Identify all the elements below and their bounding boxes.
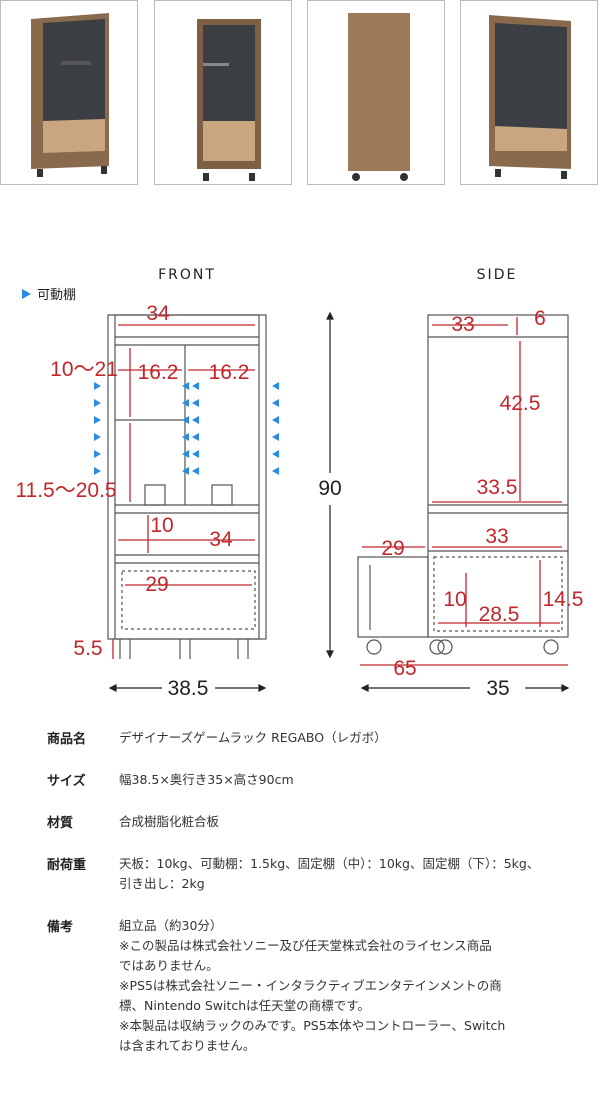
side-top-depth: 33 bbox=[451, 313, 474, 336]
side-drawer-h2: 14.5 bbox=[543, 588, 584, 611]
front-mid-height: 10 bbox=[150, 514, 173, 537]
side-outline bbox=[357, 314, 569, 655]
front-base-height: 5.5 bbox=[73, 637, 102, 660]
front-inner-left: 16.2 bbox=[138, 361, 179, 384]
spec-value: 天板：10kg、可動棚：1.5kg、固定棚（中）：10kg、固定棚（下）：5kg… bbox=[119, 856, 540, 891]
front-upper-adjust: 10〜21 bbox=[50, 358, 118, 381]
dimension-diagram: FRONT SIDE 可動棚 bbox=[0, 255, 600, 715]
spec-value: 幅38.5×奥行き35×高さ90cm bbox=[119, 772, 294, 787]
spec-row-material: 材質 合成樹脂化粧合板 bbox=[47, 812, 587, 832]
side-mid-depth: 33 bbox=[485, 525, 508, 548]
side-top-gap: 6 bbox=[534, 307, 546, 330]
legend-label: 可動棚 bbox=[37, 288, 76, 303]
spec-key: 備考 bbox=[47, 920, 74, 935]
rack-front-image bbox=[197, 19, 261, 181]
spec-row-notes: 備考 組立品（約30分） ※この製品は株式会社ソニー及び任天堂株式会社のライセン… bbox=[47, 916, 587, 1056]
front-lower-adjust: 11.5〜20.5 bbox=[15, 479, 116, 502]
spec-key: 耐荷重 bbox=[47, 858, 87, 873]
front-outline bbox=[107, 314, 267, 659]
overall-depth: 35 bbox=[486, 677, 509, 700]
overall-width: 38.5 bbox=[168, 677, 209, 700]
thumb-angle-left[interactable] bbox=[0, 0, 138, 185]
side-title: SIDE bbox=[477, 267, 518, 283]
spec-key: 材質 bbox=[47, 816, 74, 831]
dimension-drawing: FRONT SIDE 可動棚 bbox=[15, 267, 584, 700]
spec-key: 商品名 bbox=[47, 732, 87, 747]
front-mid-width: 34 bbox=[209, 528, 233, 551]
overall-height: 90 bbox=[318, 477, 341, 500]
side-upper-height: 42.5 bbox=[500, 392, 541, 415]
rack-back-image bbox=[348, 13, 410, 181]
side-drawer-out: 29 bbox=[381, 537, 404, 560]
spec-key: サイズ bbox=[47, 774, 86, 789]
side-extended-depth: 65 bbox=[393, 657, 416, 680]
legend-triangle-icon bbox=[22, 289, 31, 299]
spec-value: デザイナーズゲームラック REGABO（レガボ） bbox=[119, 730, 387, 745]
spec-row-size: サイズ 幅38.5×奥行き35×高さ90cm bbox=[47, 770, 587, 790]
rack-angle-left-image bbox=[31, 13, 109, 177]
product-thumbnails bbox=[0, 0, 600, 195]
spec-table: 商品名 デザイナーズゲームラック REGABO（レガボ） サイズ 幅38.5×奥… bbox=[47, 728, 587, 1072]
spec-value: 合成樹脂化粧合板 bbox=[119, 814, 220, 829]
front-title: FRONT bbox=[158, 267, 216, 283]
thumb-back[interactable] bbox=[307, 0, 445, 185]
front-dimension-lines bbox=[112, 324, 255, 659]
spec-value: 組立品（約30分） ※この製品は株式会社ソニー及び任天堂株式会社のライセンス商品… bbox=[119, 918, 506, 1053]
movable-shelf-arrows bbox=[94, 382, 279, 475]
overall-dimension-lines bbox=[108, 311, 570, 692]
front-top-width: 34 bbox=[146, 302, 170, 325]
thumb-angle-right[interactable] bbox=[460, 0, 598, 185]
rack-angle-right-image bbox=[489, 15, 571, 179]
spec-row-load: 耐荷重 天板：10kg、可動棚：1.5kg、固定棚（中）：10kg、固定棚（下）… bbox=[47, 854, 587, 894]
front-drawer-width: 29 bbox=[145, 573, 168, 596]
side-shelf-depth: 33.5 bbox=[477, 476, 518, 499]
thumb-front[interactable] bbox=[154, 0, 292, 185]
spec-row-name: 商品名 デザイナーズゲームラック REGABO（レガボ） bbox=[47, 728, 587, 748]
front-inner-right: 16.2 bbox=[209, 361, 250, 384]
side-dimension-lines bbox=[360, 317, 568, 666]
side-drawer-h1: 10 bbox=[443, 588, 466, 611]
side-drawer-inner: 28.5 bbox=[479, 603, 520, 626]
